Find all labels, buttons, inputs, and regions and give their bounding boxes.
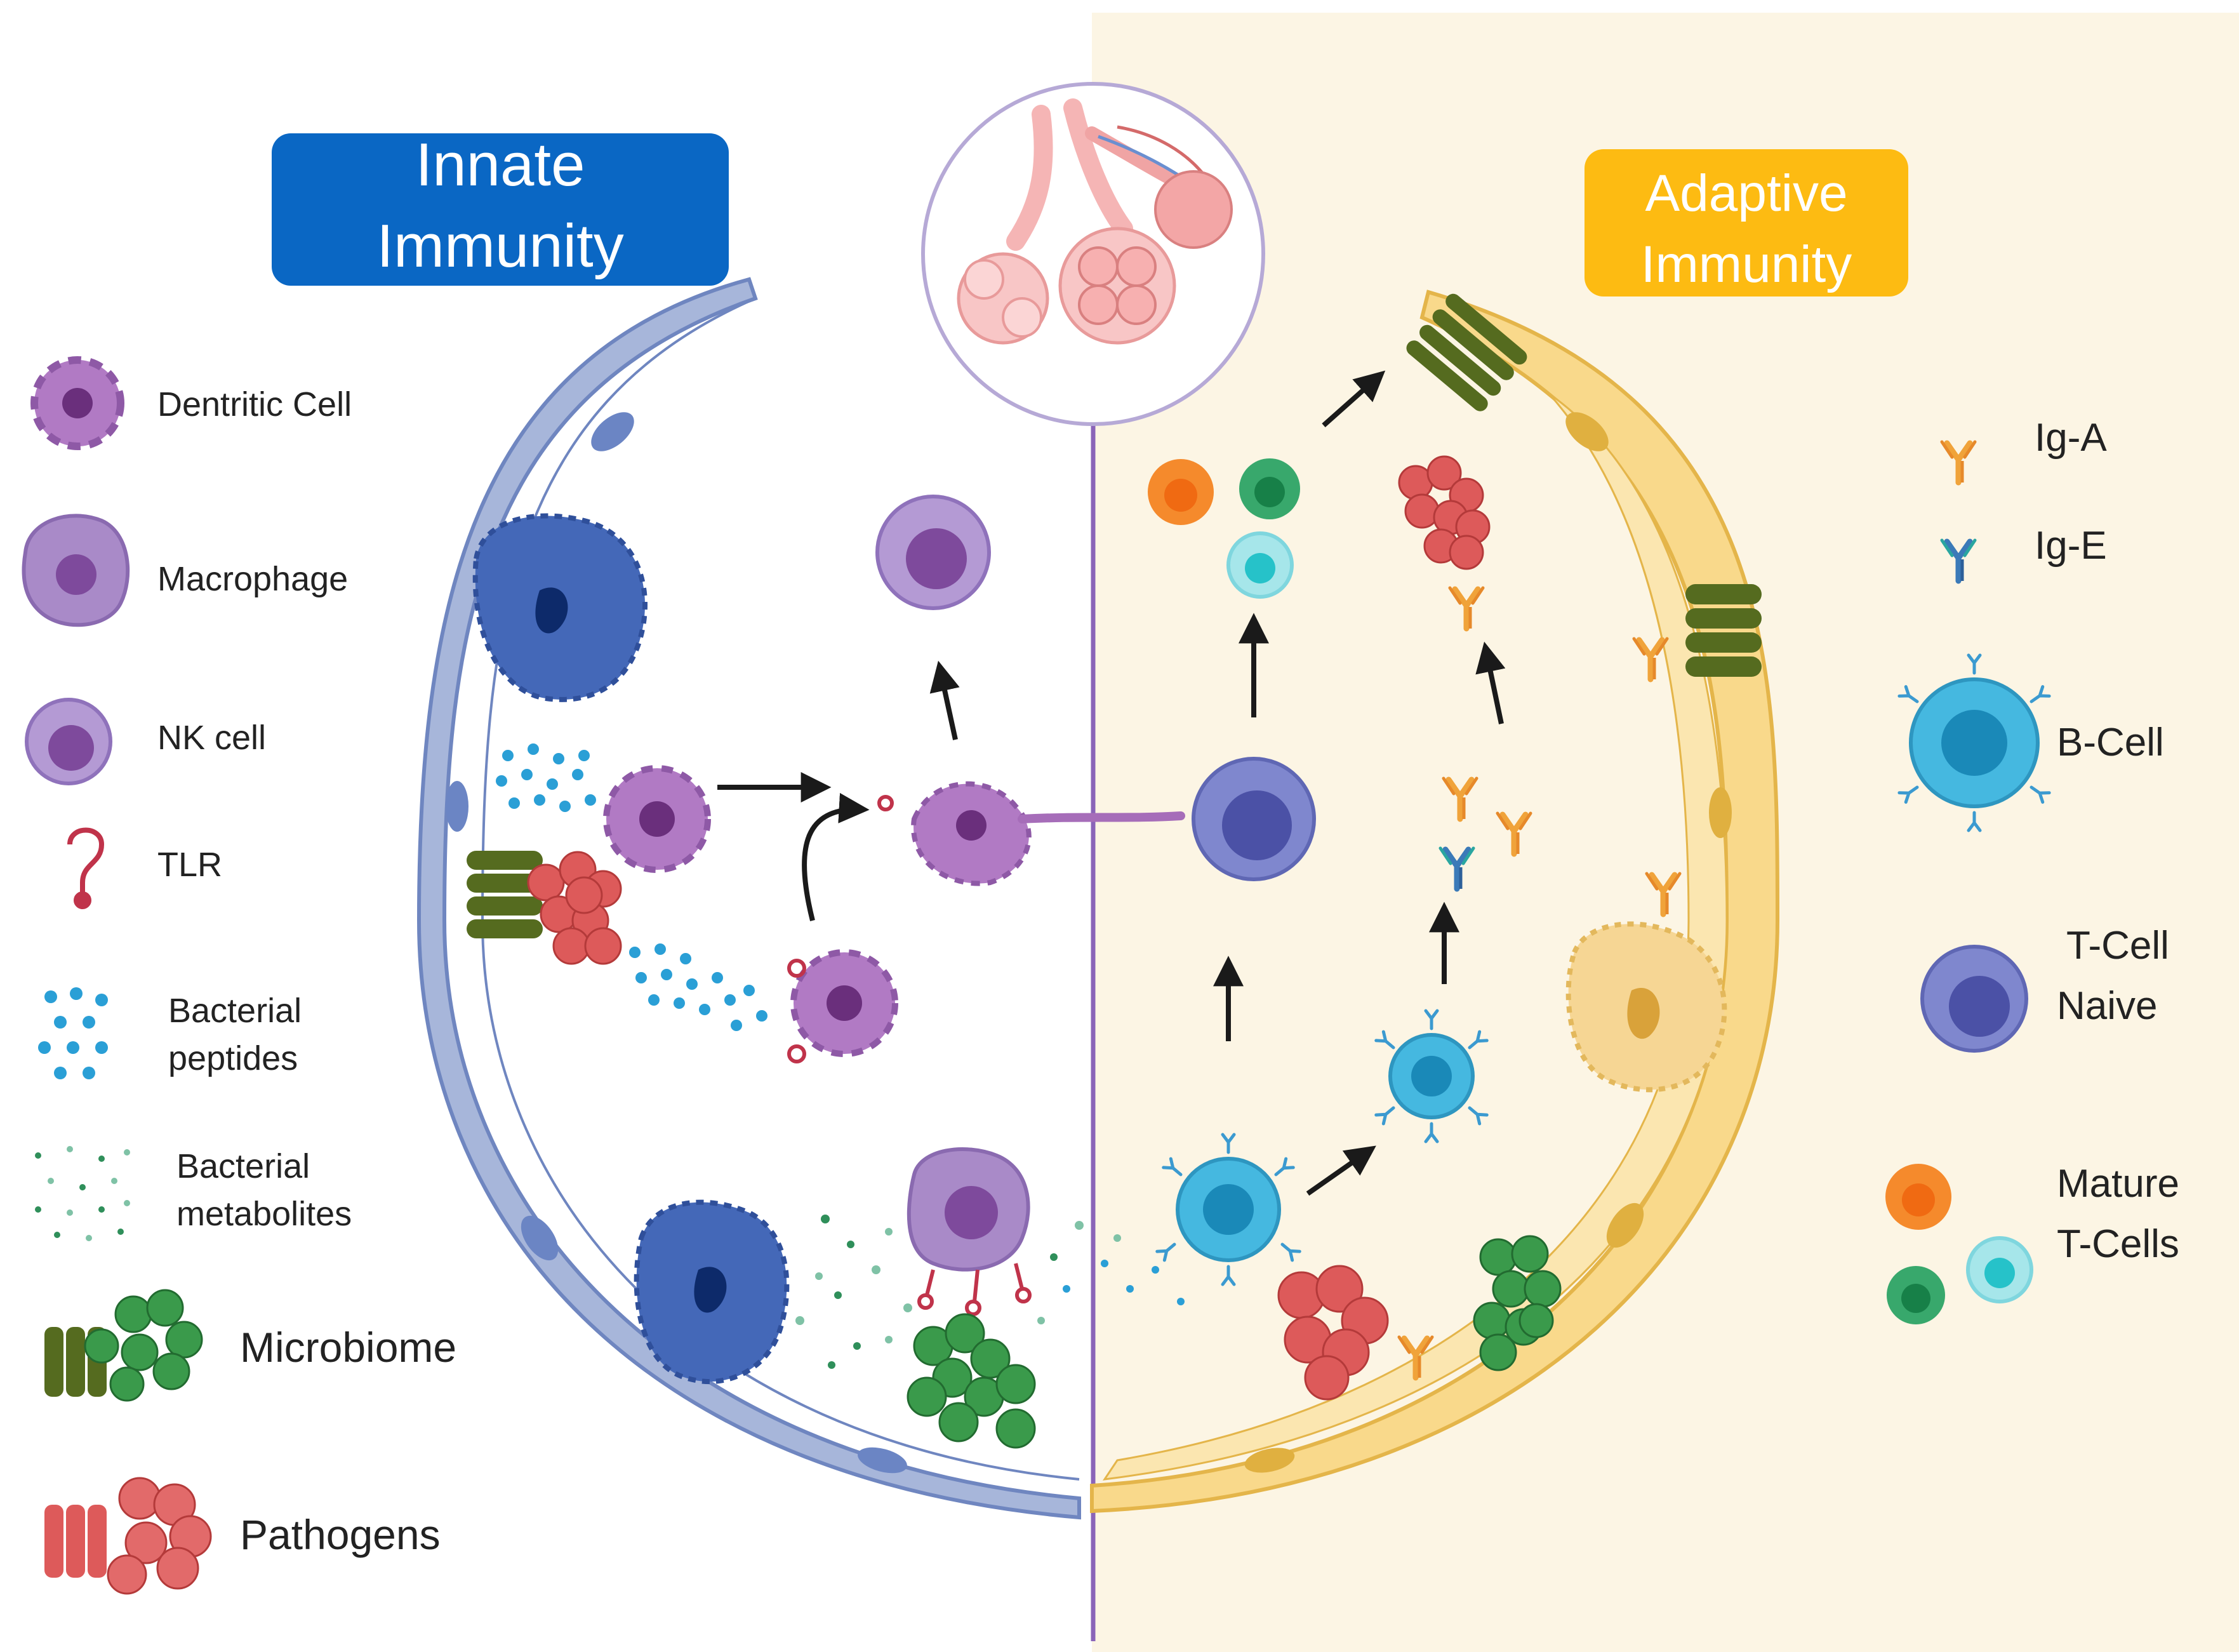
legend-peptides-icon: [38, 987, 108, 1079]
legend-metabolites-label-line1: Bacterial: [176, 1147, 310, 1185]
adaptive-title-line2: Immunity: [1641, 236, 1852, 293]
macrophage-lower: [907, 1147, 1030, 1272]
tlr-receptors-lower: [917, 1263, 1032, 1316]
legend-dendritic-label: Dentritic Cell: [157, 385, 352, 423]
legend-dendritic-icon: [30, 356, 124, 450]
microbiome-rods-left: [467, 851, 543, 938]
legend-mature-label-line2: T-Cells: [2057, 1222, 2179, 1266]
legend-macrophage-icon: [22, 514, 130, 627]
legend-adaptive: Ig-A Ig-E B-Cell T-Cell Naive Mature T-C…: [1885, 416, 2179, 1324]
innate-epithelium: [416, 277, 1081, 1520]
legend-tlr-label: TLR: [157, 846, 222, 884]
legend-peptides-label-line2: peptides: [168, 1039, 298, 1077]
legend-macrophage-label: Macrophage: [157, 560, 348, 598]
microbiome-cluster-lower-left: [907, 1313, 1036, 1449]
innate-immunity-title: Innate Immunity: [272, 131, 729, 286]
legend-tcell-label-line1: T-Cell: [2066, 924, 2169, 968]
legend-mature-tcells-icon: [1885, 1164, 2033, 1324]
innate-title-line2: Immunity: [376, 212, 623, 280]
arrow-bcell-activation: [1306, 1145, 1376, 1196]
epithelial-macrophage-right: [1565, 921, 1727, 1093]
epithelial-dendritic-cell-bottom: [634, 1199, 790, 1385]
adaptive-immunity-title: Adaptive Immunity: [1585, 149, 1908, 296]
pathogen-cluster-right-top: [1398, 455, 1491, 570]
legend-nk-icon: [25, 698, 112, 785]
dendritic-cell-lower: [787, 949, 898, 1063]
legend-tcell-label-line2: Naive: [2057, 984, 2158, 1028]
legend-tlr-icon: [67, 827, 105, 909]
legend-mature-label-line1: Mature: [2057, 1162, 2179, 1206]
arrow-to-nk: [929, 660, 960, 740]
legend-iga-label: Ig-A: [2035, 416, 2107, 460]
dendritic-cell-upper: [603, 765, 711, 873]
legend-metabolites-label-line2: metabolites: [176, 1195, 352, 1233]
adaptive-epithelium: [1090, 290, 1780, 1514]
legend-microbiome-icon: [44, 1289, 203, 1402]
legend-ige-label: Ig-E: [2035, 524, 2107, 568]
legend-metabolites-icon: [35, 1146, 130, 1241]
legend-microbiome-label: Microbiome: [240, 1324, 456, 1371]
innate-title-line1: Innate: [416, 131, 585, 199]
arrow-antibodies-to-pathogen: [1475, 641, 1506, 724]
pathogen-cluster-left: [527, 851, 622, 965]
innate-title-box: [272, 133, 729, 286]
arrow-curved: [802, 792, 870, 921]
bacterial-peptides-cluster-upper: [496, 743, 596, 812]
arrow-mature-out: [1322, 370, 1386, 427]
adaptive-title-box: [1585, 149, 1908, 296]
legend-innate: Dentritic Cell Macrophage NK cell TLR Ba…: [22, 356, 456, 1595]
pathogen-cluster-right-bottom: [1277, 1265, 1389, 1401]
bcell-lower: [1157, 1135, 1299, 1284]
dendritic-cell-migrating: [877, 781, 1185, 886]
legend-nk-label: NK cell: [157, 719, 266, 757]
microbiome-rods-top-right: [1406, 293, 1527, 411]
lung-inset: [921, 82, 1265, 426]
microbiome-rods-right: [1685, 584, 1762, 677]
legend-bcell-icon: [1899, 655, 2049, 830]
bacterial-peptides-cluster-lower: [629, 943, 767, 1031]
flow-arrows: [717, 370, 1506, 1196]
legend-pathogens-label: Pathogens: [240, 1511, 441, 1558]
epithelial-dendritic-cell-top: [472, 513, 648, 702]
legend-bcell-label: B-Cell: [2057, 721, 2164, 764]
nk-cell-upper: [875, 495, 991, 610]
naive-tcell-center: [1192, 757, 1316, 881]
adaptive-title-line1: Adaptive: [1645, 164, 1847, 222]
mature-tcells-top: [1148, 458, 1300, 599]
microbiome-cluster-right: [1473, 1235, 1562, 1371]
legend-tcell-icon: [1920, 945, 2028, 1053]
legend-peptides-label-line1: Bacterial: [168, 992, 302, 1030]
legend-pathogens-icon: [44, 1477, 212, 1595]
bacterial-metabolites-scatter: [795, 1215, 1185, 1369]
bcell-middle: [1376, 1011, 1487, 1142]
